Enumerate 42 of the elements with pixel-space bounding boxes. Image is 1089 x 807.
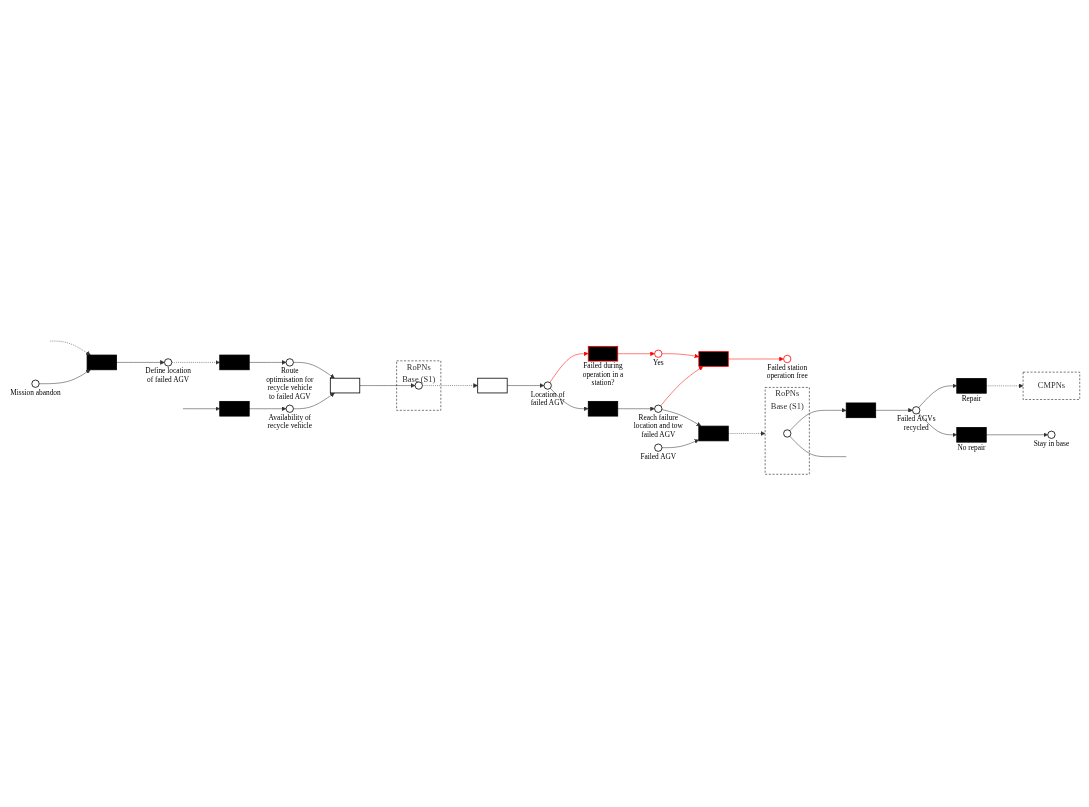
transition-label: No repair xyxy=(957,442,985,452)
place-circle xyxy=(653,443,662,452)
place-circle xyxy=(782,428,791,438)
transition-bar xyxy=(587,345,618,361)
place-label: Yes xyxy=(652,357,664,367)
place-circle xyxy=(30,379,40,388)
place-label: Failed AGVs recycled xyxy=(896,413,936,432)
place-label: Failed AGV xyxy=(639,451,676,461)
place-circle xyxy=(414,381,423,390)
transition-bar xyxy=(329,377,360,393)
place-label: Availability of recycle vehicle xyxy=(267,412,312,430)
place-label: Failed station operation free xyxy=(766,362,808,380)
place-circle xyxy=(1046,430,1055,439)
place-circle xyxy=(543,381,552,390)
place-circle xyxy=(653,404,662,413)
place-label: Stay in base xyxy=(1033,438,1069,448)
transition-bar xyxy=(697,350,729,367)
place-circle xyxy=(782,354,791,363)
place-circle xyxy=(285,357,294,366)
transition-bar xyxy=(218,354,250,370)
transition-bar xyxy=(218,400,250,416)
place-label: Mission abandon xyxy=(9,387,61,397)
transition-bar xyxy=(476,377,508,393)
transition-bar xyxy=(86,354,117,370)
place-label: Define location of failed AGV xyxy=(144,365,191,384)
place-circle xyxy=(653,349,662,358)
transition-bar xyxy=(587,400,618,416)
transition-bar xyxy=(697,425,729,441)
transition-bar xyxy=(845,402,876,418)
place-circle xyxy=(911,405,920,414)
dashed-box: CMPNs xyxy=(1022,371,1080,400)
place-label: Route optimisation for recycle vehicle to failed AGV xyxy=(265,365,313,401)
dashed-box: RoPNs Base (S1) xyxy=(395,360,441,411)
place-label: Location of failed AGV xyxy=(530,389,565,407)
dashed-box: RoPNs Base (S1) xyxy=(764,386,810,475)
transition-label: Failed during operation in a station? xyxy=(582,360,623,387)
place-circle xyxy=(285,404,294,413)
transition-bar xyxy=(955,377,987,394)
place-label: Reach failure location and tow failed AGV xyxy=(633,412,683,439)
transition-label: Repair xyxy=(961,393,981,403)
transition-bar xyxy=(955,426,987,443)
place-circle xyxy=(163,357,172,366)
